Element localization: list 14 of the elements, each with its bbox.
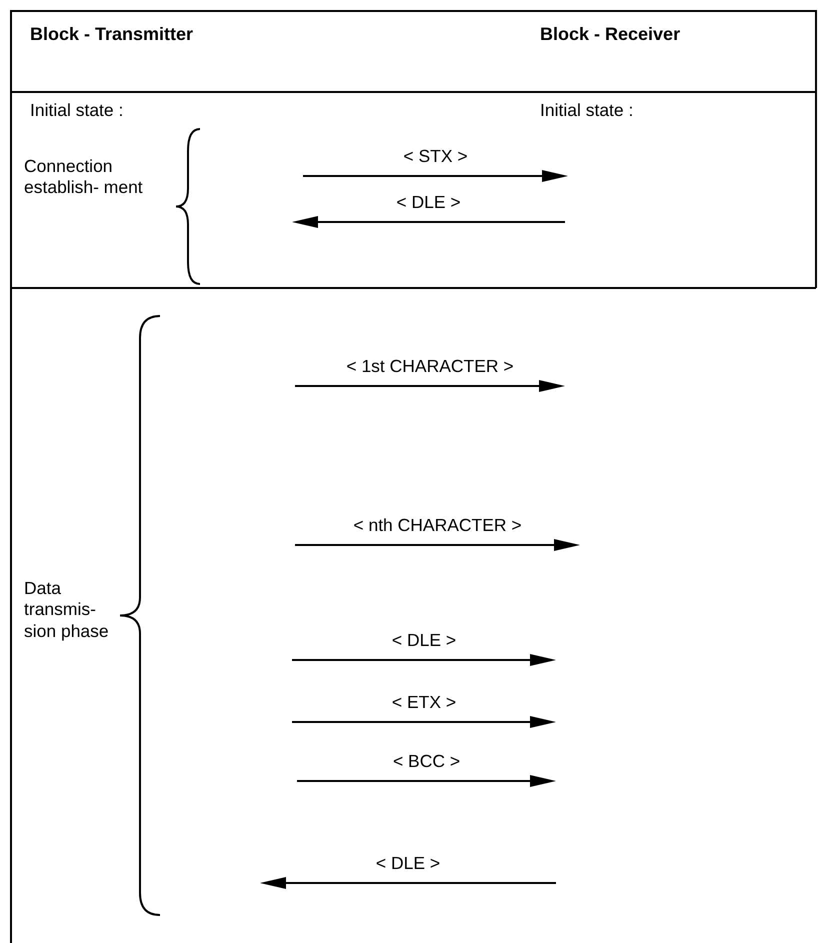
- message-label: < nth CHARACTER >: [352, 515, 523, 536]
- phase-label: Connection establish- ment: [24, 156, 144, 199]
- state-label: Initial state :: [540, 100, 634, 122]
- message-label: < DLE >: [390, 630, 458, 652]
- state-label: Initial state :: [30, 100, 124, 122]
- message-label: < BCC >: [392, 751, 462, 772]
- column-header: Block - Transmitter: [30, 24, 194, 46]
- message-label: < ETX >: [390, 692, 458, 714]
- message-label: < 1st CHARACTER >: [345, 356, 515, 378]
- message-label: < DLE >: [374, 853, 442, 874]
- message-label: < STX >: [402, 146, 469, 168]
- message-label: < DLE >: [395, 192, 462, 214]
- column-header: Block - Receiver: [540, 24, 680, 46]
- phase-label: Data transmis- sion phase: [24, 578, 110, 642]
